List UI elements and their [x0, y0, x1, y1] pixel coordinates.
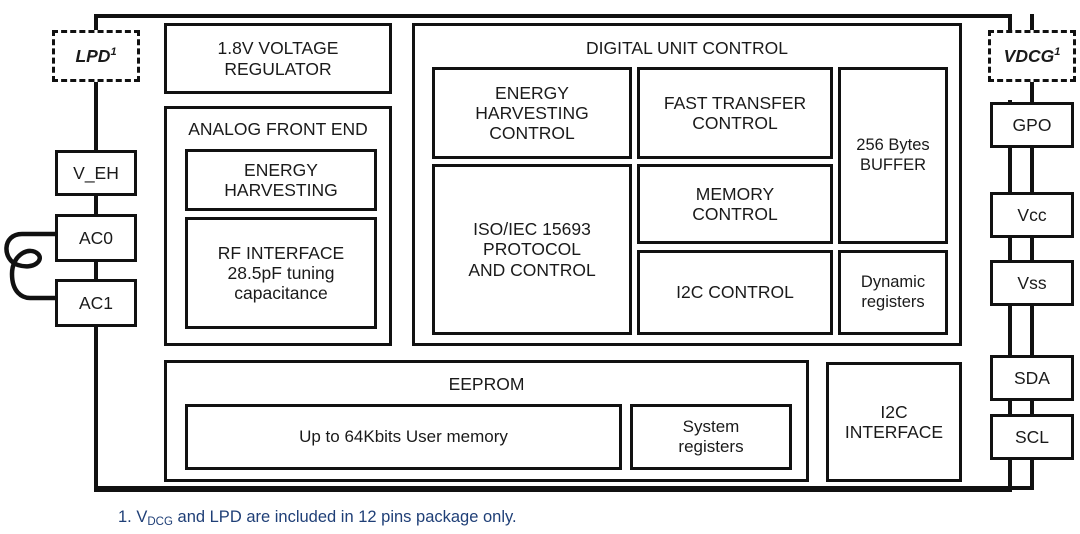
- wire-vdcg-to-gpo: [1030, 80, 1034, 104]
- block-dynamic-registers: Dynamic registers: [838, 250, 948, 335]
- wire-vss-to-sda: [1030, 304, 1034, 357]
- block-energy-harvesting: ENERGY HARVESTING: [185, 149, 377, 211]
- group-digital-unit-control-title: DIGITAL UNIT CONTROL: [586, 38, 788, 58]
- block-i2c-control: I2C CONTROL: [637, 250, 833, 335]
- wire-bottom-to-scl: [94, 486, 1032, 490]
- wire-vcc-to-vss: [1030, 236, 1034, 262]
- footnote-number: 1.: [118, 508, 132, 526]
- block-rf-interface-label: RF INTERFACE 28.5pF tuning capacitance: [217, 242, 345, 304]
- wire-gpo-to-vcc: [1030, 146, 1034, 194]
- block-fast-transfer-control: FAST TRANSFER CONTROL: [637, 67, 833, 159]
- block-i2c-interface: I2C INTERFACE: [826, 362, 962, 482]
- boundary-bottom-line: [94, 488, 1012, 492]
- group-eeprom: EEPROM Up to 64Kbits User memory System …: [164, 360, 809, 482]
- block-256-bytes-buffer-label: 256 Bytes BUFFER: [856, 136, 930, 174]
- block-energy-harvesting-control-label: ENERGY HARVESTING CONTROL: [475, 82, 589, 144]
- block-iso-protocol-control: ISO/IEC 15693 PROTOCOL AND CONTROL: [432, 164, 632, 335]
- group-eeprom-title: EEPROM: [448, 374, 525, 394]
- block-256-bytes-buffer: 256 Bytes BUFFER: [838, 67, 948, 244]
- pin-ac1[interactable]: AC1: [55, 279, 137, 327]
- pin-scl-label: SCL: [1014, 426, 1050, 447]
- pin-sda[interactable]: SDA: [990, 355, 1074, 401]
- pin-ac0-label: AC0: [78, 227, 114, 248]
- wire-ac1-to-bottom: [94, 325, 98, 490]
- pin-vss[interactable]: Vss: [990, 260, 1074, 306]
- pin-sda-label: SDA: [1014, 367, 1050, 388]
- block-i2c-interface-label: I2C INTERFACE: [844, 401, 944, 442]
- pin-gpo-label: GPO: [1012, 114, 1052, 135]
- group-analog-front-end-title: ANALOG FRONT END: [188, 119, 368, 139]
- wire-vdcg-to-top: [1030, 14, 1034, 32]
- pin-vcc[interactable]: Vcc: [990, 192, 1074, 238]
- block-system-registers: System registers: [630, 404, 792, 470]
- block-rf-interface: RF INTERFACE 28.5pF tuning capacitance: [185, 217, 377, 329]
- footnote-subscript: DCG: [147, 515, 173, 528]
- block-energy-harvesting-control: ENERGY HARVESTING CONTROL: [432, 67, 632, 159]
- pin-lpd[interactable]: LPD1: [52, 30, 140, 82]
- block-user-memory: Up to 64Kbits User memory: [185, 404, 622, 470]
- pin-vcc-label: Vcc: [1017, 204, 1047, 225]
- pin-v-eh[interactable]: V_EH: [55, 150, 137, 196]
- pin-scl[interactable]: SCL: [990, 414, 1074, 460]
- pin-v-eh-label: V_EH: [73, 162, 119, 183]
- pin-vdcg-label: VDCG1: [1003, 45, 1061, 66]
- pin-ac1-label: AC1: [78, 292, 114, 313]
- footnote-rest: and LPD are included in 12 pins package …: [172, 508, 517, 526]
- block-i2c-control-label: I2C CONTROL: [676, 282, 794, 303]
- block-iso-protocol-control-label: ISO/IEC 15693 PROTOCOL AND CONTROL: [468, 219, 596, 280]
- wire-sda-to-scl: [1030, 399, 1034, 416]
- block-memory-control-label: MEMORY CONTROL: [692, 183, 778, 224]
- block-voltage-regulator: 1.8V VOLTAGE REGULATOR: [164, 23, 392, 94]
- block-dynamic-registers-label: Dynamic registers: [860, 273, 926, 311]
- pin-vdcg[interactable]: VDCG1: [988, 30, 1076, 82]
- wire-scl-to-bottom: [1030, 458, 1034, 490]
- block-fast-transfer-control-label: FAST TRANSFER CONTROL: [663, 92, 807, 133]
- wire-ac0-to-ac1: [94, 260, 98, 281]
- pin-vss-label: Vss: [1017, 272, 1047, 293]
- block-energy-harvesting-label: ENERGY HARVESTING: [224, 159, 338, 200]
- footnote-prefix: V: [136, 508, 148, 526]
- block-system-registers-label: System registers: [678, 417, 744, 456]
- block-memory-control: MEMORY CONTROL: [637, 164, 833, 244]
- pin-ac0[interactable]: AC0: [55, 214, 137, 262]
- footnote: 1. VDCG and LPD are included in 12 pins …: [118, 508, 517, 528]
- boundary-top-line: [94, 14, 1012, 18]
- wire-veh-to-ac0: [94, 194, 98, 216]
- pin-lpd-label: LPD1: [75, 45, 117, 66]
- block-user-memory-label: Up to 64Kbits User memory: [299, 427, 508, 447]
- wire-lpd-to-veh: [94, 80, 98, 152]
- group-analog-front-end: ANALOG FRONT END ENERGY HARVESTING RF IN…: [164, 106, 392, 346]
- wire-lpd-to-top: [94, 14, 98, 32]
- block-voltage-regulator-label: 1.8V VOLTAGE REGULATOR: [217, 38, 339, 79]
- antenna-coil-icon: [4, 231, 61, 301]
- pin-gpo[interactable]: GPO: [990, 102, 1074, 148]
- group-digital-unit-control: DIGITAL UNIT CONTROL ENERGY HARVESTING C…: [412, 23, 962, 346]
